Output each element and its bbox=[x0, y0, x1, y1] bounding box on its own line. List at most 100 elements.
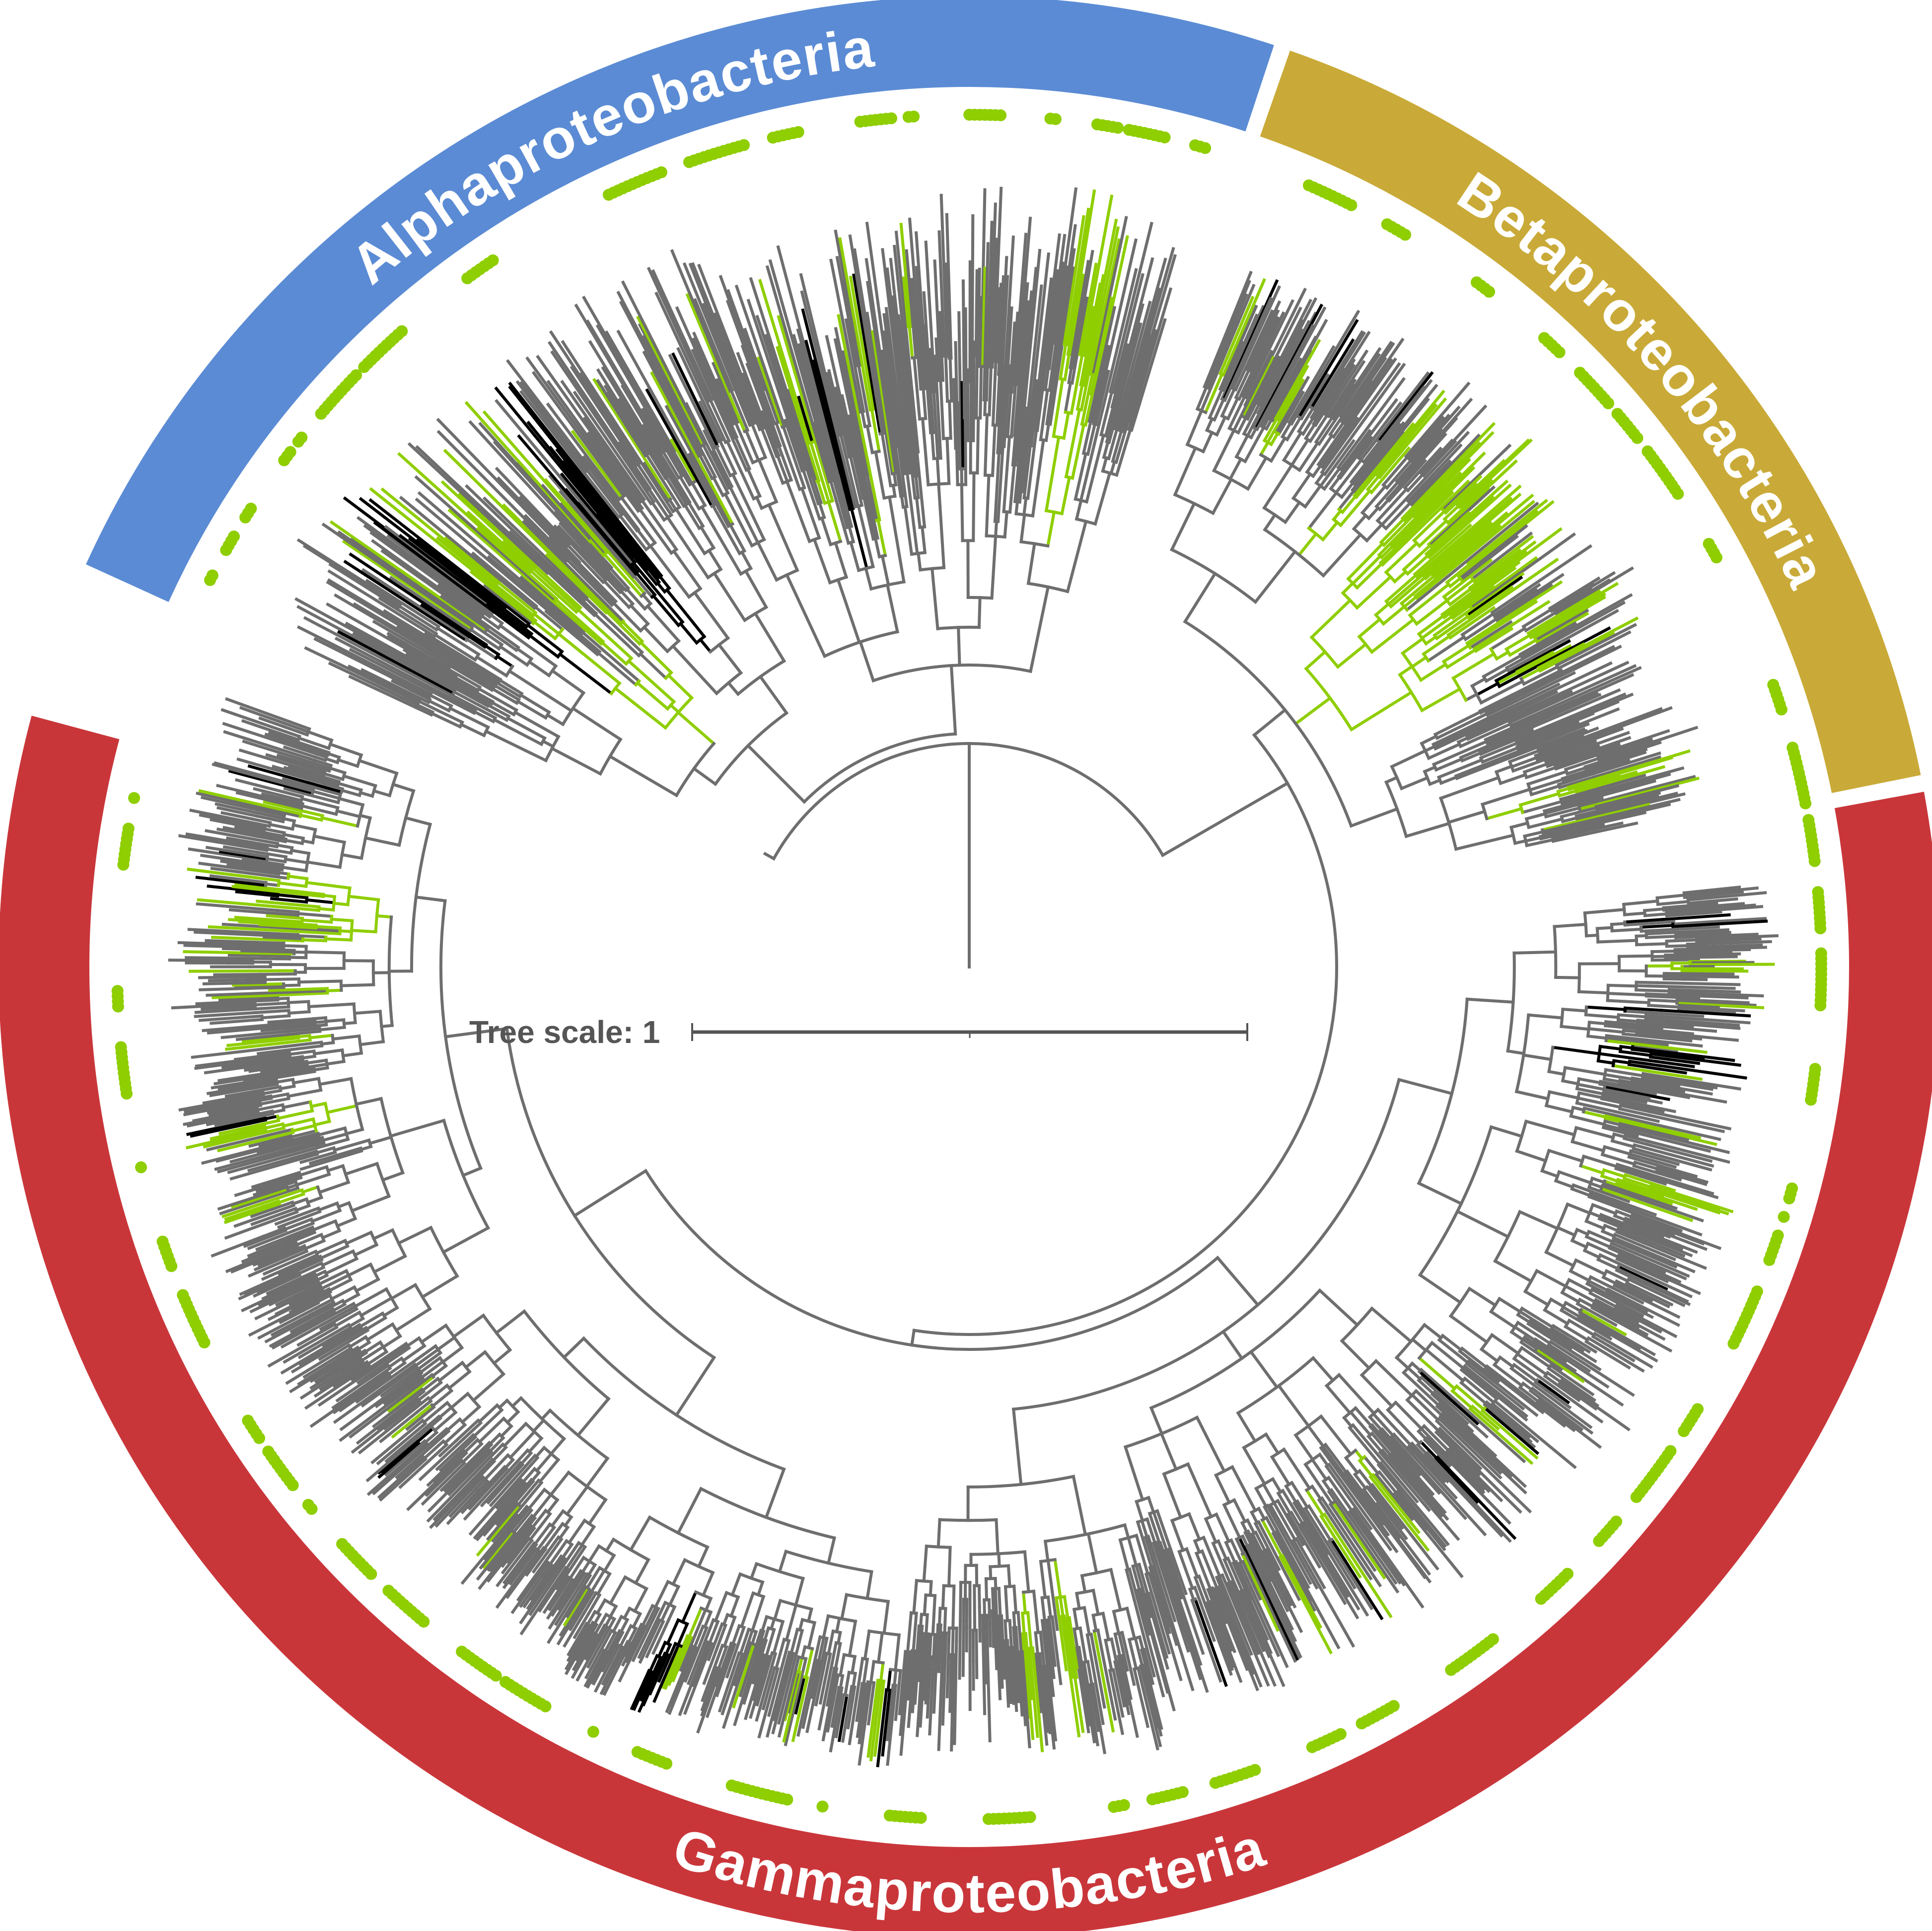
tree-branch bbox=[376, 1429, 418, 1466]
tree-branch bbox=[296, 538, 376, 590]
tree-branch bbox=[1116, 1689, 1125, 1718]
tree-branch bbox=[692, 337, 727, 412]
tree-branch bbox=[1598, 1253, 1622, 1266]
tree-branch bbox=[1056, 1610, 1068, 1672]
tree-branch bbox=[1671, 923, 1700, 928]
tree-branch bbox=[928, 1656, 935, 1736]
tree-branch bbox=[885, 583, 900, 634]
tree-branch bbox=[345, 621, 454, 683]
tree-branch bbox=[915, 450, 927, 529]
tree-branch bbox=[533, 564, 583, 610]
tree-branch bbox=[1120, 1631, 1129, 1653]
tree-branch bbox=[815, 1659, 822, 1678]
tree-branch bbox=[1329, 1455, 1390, 1537]
tree-branch bbox=[395, 1441, 437, 1480]
tree-branch bbox=[643, 461, 665, 494]
tree-branch bbox=[275, 1275, 335, 1307]
tree-branch bbox=[844, 318, 861, 390]
tree-branch bbox=[564, 1634, 590, 1675]
tree-branch bbox=[417, 699, 464, 725]
tree-branch bbox=[880, 554, 890, 587]
tree-branch bbox=[201, 1005, 236, 1011]
tree-branch bbox=[487, 555, 566, 623]
annotation-dot bbox=[295, 431, 308, 444]
tree-branch bbox=[245, 998, 280, 1003]
tree-branch bbox=[246, 1078, 279, 1087]
tree-branch bbox=[1150, 1557, 1195, 1692]
tree-branch bbox=[276, 1109, 314, 1120]
tree-branch bbox=[1249, 1614, 1271, 1658]
tree-branch bbox=[278, 1084, 296, 1091]
tree-branch bbox=[1376, 1463, 1388, 1476]
tree-branch bbox=[221, 1057, 288, 1069]
tree-branch bbox=[1224, 1616, 1249, 1671]
tree-branch bbox=[258, 923, 302, 929]
tree-branch bbox=[1270, 1513, 1312, 1585]
tree-branch bbox=[764, 1467, 786, 1520]
tree-branch bbox=[582, 627, 603, 646]
tree-branch bbox=[319, 1325, 339, 1338]
tree-branch bbox=[309, 1354, 352, 1383]
tree-branch bbox=[1245, 1576, 1289, 1668]
tree-branch bbox=[448, 1486, 479, 1518]
tree-branch bbox=[814, 1667, 825, 1707]
annotation-dot bbox=[1678, 1425, 1690, 1437]
tree-branch bbox=[1246, 1529, 1266, 1566]
tree-branch bbox=[635, 680, 670, 711]
tree-branch bbox=[816, 479, 827, 505]
tree-branch bbox=[1634, 988, 1671, 993]
tree-branch bbox=[1013, 232, 1028, 375]
tree-branch bbox=[507, 1462, 525, 1482]
tree-branch bbox=[1603, 1145, 1632, 1156]
tree-branch bbox=[1697, 891, 1767, 901]
tree-branch bbox=[1242, 1445, 1267, 1486]
tree-branch bbox=[734, 285, 779, 406]
tree-branch bbox=[1648, 1147, 1715, 1168]
tree-branch bbox=[348, 1348, 362, 1359]
tree-branch bbox=[827, 1629, 835, 1656]
tree-branch bbox=[1465, 997, 1515, 1004]
tree-branch bbox=[337, 530, 439, 602]
tree-branch bbox=[1017, 282, 1029, 391]
tree-branch bbox=[1022, 1676, 1031, 1749]
tree-branch bbox=[306, 1138, 325, 1146]
tree-branch bbox=[251, 1127, 268, 1134]
tree-branch bbox=[778, 1550, 788, 1574]
tree-branch bbox=[1378, 1461, 1406, 1493]
tree-branch bbox=[595, 1571, 612, 1596]
tree-branch bbox=[1393, 1491, 1416, 1519]
tree-branch bbox=[739, 395, 754, 427]
tree-branch bbox=[477, 1403, 500, 1424]
tree-branch bbox=[884, 407, 898, 475]
tree-branch bbox=[1092, 1703, 1100, 1732]
tree-branch bbox=[371, 586, 402, 607]
tree-branch bbox=[1548, 1090, 1580, 1100]
tree-branch bbox=[1090, 403, 1098, 424]
tree-branch bbox=[447, 1369, 472, 1391]
tree-branch bbox=[1524, 1119, 1576, 1137]
tree-branch bbox=[296, 1261, 324, 1276]
tree-branch bbox=[238, 1108, 260, 1115]
tree-branch bbox=[520, 562, 533, 574]
tree-branch bbox=[412, 1396, 430, 1411]
tree-branch bbox=[799, 413, 812, 445]
tree-branch bbox=[320, 928, 342, 933]
tree-branch bbox=[1453, 1398, 1526, 1464]
tree-branch bbox=[1603, 1116, 1622, 1123]
tree-branch bbox=[1092, 408, 1099, 426]
tree-branch bbox=[729, 1595, 740, 1618]
tree-branch bbox=[1006, 390, 1013, 439]
tree-branch bbox=[743, 327, 772, 402]
tree-branch bbox=[843, 1670, 851, 1697]
tree-branch bbox=[1039, 1631, 1046, 1668]
tree-branch bbox=[1351, 1507, 1374, 1538]
tree-branch bbox=[1436, 1403, 1470, 1434]
tree-branch bbox=[674, 1644, 683, 1659]
tree-branch bbox=[1052, 233, 1067, 321]
tree-branch bbox=[1317, 1288, 1360, 1328]
tree-branch bbox=[703, 1618, 716, 1642]
tree-branch bbox=[628, 457, 652, 491]
tree-branch bbox=[646, 487, 670, 520]
tree-branch bbox=[1094, 1660, 1106, 1709]
tree-branch bbox=[1606, 992, 1648, 997]
